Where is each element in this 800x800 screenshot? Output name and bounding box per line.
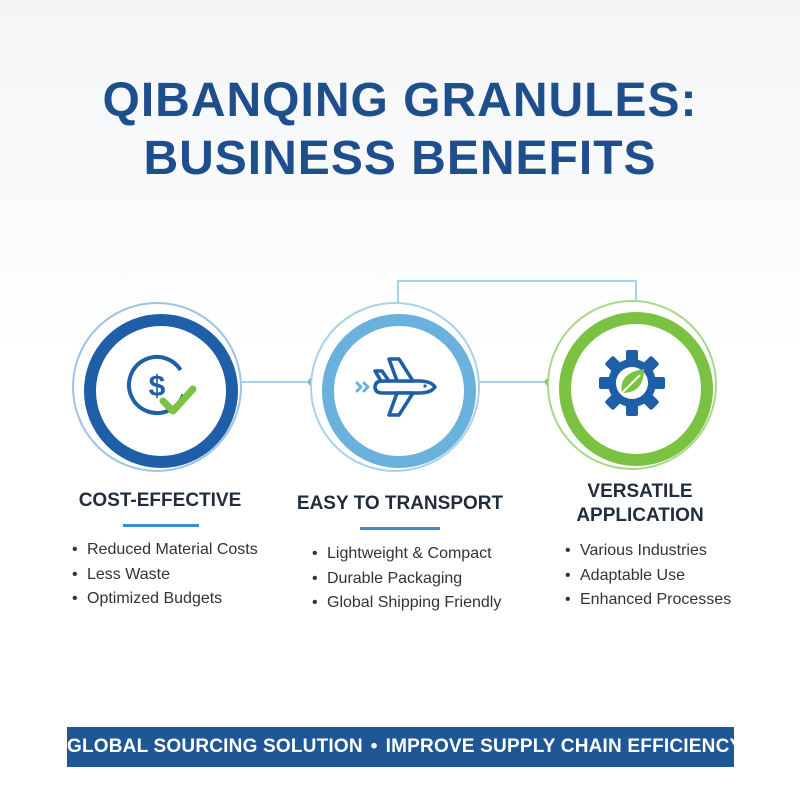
list-item: Adaptable Use (565, 564, 731, 589)
dollar-check-icon: $ (127, 355, 197, 415)
list-item: Enhanced Processes (565, 588, 731, 613)
bullet-list-cost-effective: Reduced Material Costs Less Waste Optimi… (72, 538, 258, 612)
footer-text-right: IMPROVE SUPPLY CHAIN EFFICIENCY (385, 736, 743, 757)
page-title-line-2: BUSINESS BENEFITS (143, 132, 657, 185)
list-item: Global Shipping Friendly (312, 591, 501, 616)
footer-separator: • (370, 736, 378, 757)
column-title-cost-effective: COST-EFFECTIVE (78, 490, 242, 511)
svg-text:$: $ (149, 370, 166, 403)
footer-text-left: GLOBAL SOURCING SOLUTION (67, 736, 363, 757)
title-underline (360, 527, 440, 530)
list-item: Lightweight & Compact (312, 542, 501, 567)
list-item: Less Waste (72, 563, 258, 588)
list-item: Reduced Material Costs (72, 538, 258, 563)
connector-bracket (397, 280, 637, 302)
list-item: Durable Packaging (312, 567, 501, 592)
bullet-list-easy-to-transport: Lightweight & Compact Durable Packaging … (312, 542, 501, 616)
easy-transport-badge (310, 302, 480, 472)
column-title-versatile-application: VERSATILE APPLICATION (576, 481, 704, 526)
title-underline (123, 524, 199, 527)
footer-banner: GLOBAL SOURCING SOLUTION • IMPROVE SUPPLY … (67, 727, 742, 767)
gear-leaf-icon (599, 350, 665, 416)
list-item: Optimized Budgets (72, 587, 258, 612)
list-item: Various Industries (565, 539, 731, 564)
page-title-line-1: QIBANQING GRANULES: (102, 74, 698, 127)
bullet-list-versatile-application: Various Industries Adaptable Use Enhance… (565, 539, 731, 613)
cost-effective-badge: $ (72, 302, 242, 472)
column-title-easy-to-transport: EASY TO TRANSPORT (296, 493, 504, 514)
versatile-application-badge (547, 300, 717, 470)
airplane-icon (355, 357, 437, 417)
